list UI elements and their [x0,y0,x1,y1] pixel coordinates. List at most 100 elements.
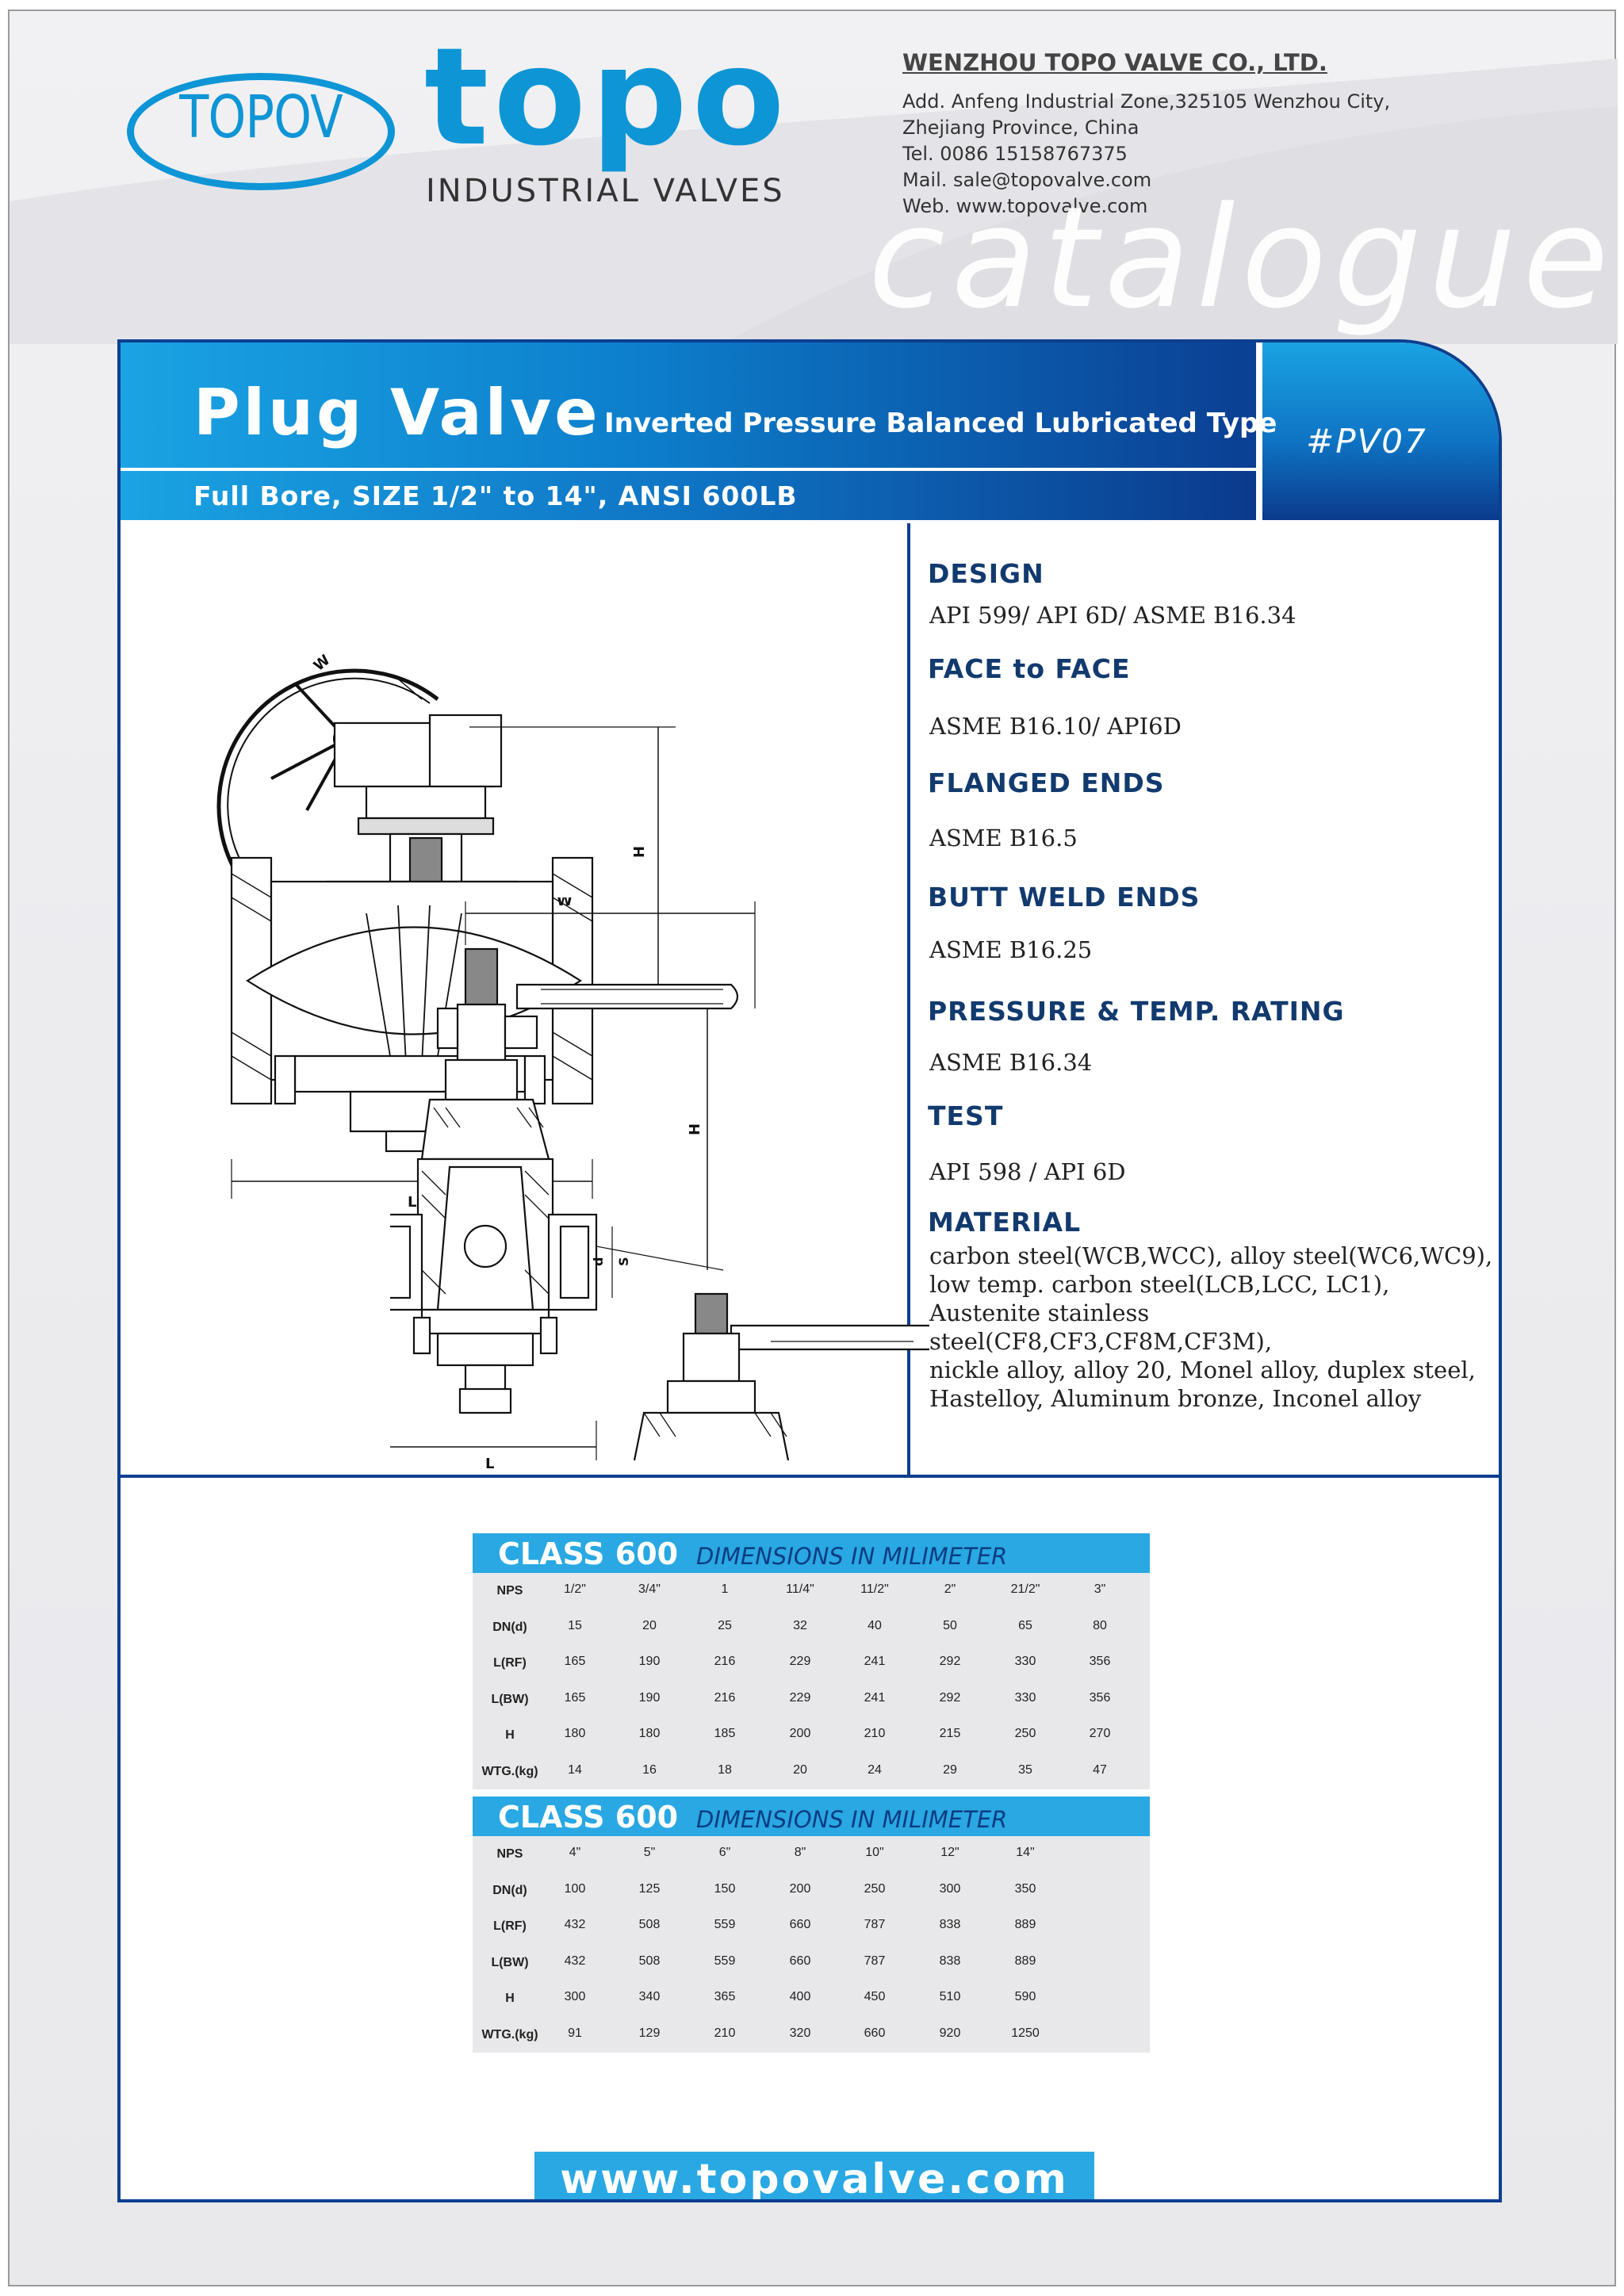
spec-value-butt-weld-ends: ASME B16.25 [929,936,1093,963]
table-cell: 165 [564,1655,586,1668]
table-class-label: CLASS 600 [498,1536,679,1571]
topov-logo-oval [127,73,395,190]
row-label: DN(d) [492,1620,527,1634]
banner-separator [1256,342,1262,520]
table-cell: 80 [1093,1618,1107,1632]
table-cell: 100 [564,1881,586,1896]
table-cell: 15 [568,1618,582,1632]
table-cell: 559 [714,1954,736,1968]
table-cell: 5" [643,1846,656,1859]
web-line[interactable]: Web. www.topovalve.com [902,195,1148,217]
table-cell: 365 [714,1990,736,2003]
table-cell: 50 [943,1618,957,1632]
spec-value-material: carbon steel(WCB,WCC), alloy steel(WC6,W… [929,1242,1499,1413]
table-cell: 838 [939,1954,961,1968]
spec-value-design: API 599/ API 6D/ ASME B16.34 [929,602,1297,629]
table-cell: 165 [564,1690,586,1705]
table-cell: 11/2" [860,1582,889,1596]
table-cell: 432 [564,1954,586,1968]
table-cell: 8" [794,1846,806,1859]
dim-label-l: L [408,1194,416,1211]
table-cell: 210 [864,1727,886,1740]
table-cell: 920 [939,2026,961,2040]
row-label: H [505,1992,515,2005]
code-tag-box [1262,342,1499,520]
spec-heading-material: MATERIAL [928,1207,1082,1238]
table-cell: 180 [638,1727,661,1740]
row-label: DN(d) [492,1883,527,1897]
table-units-label: DIMENSIONS IN MILIMETER [696,1543,1008,1570]
spec-value-flanged-ends: ASME B16.5 [929,825,1078,851]
table-cell: 660 [864,2026,886,2040]
company-address: Add. Anfeng Industrial Zone,325105 Wenzh… [902,89,1390,220]
table-cell: 180 [564,1727,586,1740]
table-cell: 838 [939,1918,961,1931]
table-cell: 20 [793,1762,807,1777]
table-cell: 320 [789,2026,811,2040]
row-label: L(RF) [493,1919,527,1933]
header-swoosh [10,59,1618,344]
table-cell: 292 [939,1690,961,1705]
table-cell: 356 [1089,1690,1111,1705]
table-cell: 1250 [1011,2026,1040,2040]
table-cell: 29 [943,1762,957,1777]
table-cell: 1 [721,1582,729,1596]
table-cell: 350 [1014,1881,1036,1896]
table-cell: 20 [642,1618,657,1632]
dim-label-l-lever: L [485,1456,494,1468]
table-cell: 229 [789,1690,811,1705]
row-label: WTG.(kg) [481,2027,538,2042]
topov-logo-text: TOPOV [179,83,343,151]
spec-value-pressure-temp: ASME B16.34 [929,1049,1093,1076]
dim-label-h-lever: H [687,1123,703,1135]
table-cell: 340 [638,1990,661,2003]
product-subtitle: Inverted Pressure Balanced Lubricated Ty… [604,408,1277,439]
table-cell: 21/2" [1010,1582,1040,1596]
table-cell: 10" [865,1846,884,1859]
table-cell: 216 [714,1655,736,1668]
table-cell: 330 [1014,1690,1036,1705]
spec-heading-butt-weld-ends: BUTT WELD ENDS [928,882,1201,913]
table-cell: 229 [789,1655,811,1668]
table-cell: 16 [642,1762,657,1777]
table-cell: 11/4" [786,1582,814,1596]
website-banner[interactable]: www.topovalve.com [534,2152,1094,2202]
email-line[interactable]: Mail. sale@topovalve.com [902,169,1152,191]
table-cell: 250 [1014,1727,1036,1740]
size-range: Full Bore, SIZE 1/2" to 14", ANSI 600LB [193,480,798,511]
table-cell: 32 [793,1618,807,1632]
material-line: Austenite stainless steel(CF8,CF3,CF8M,C… [929,1299,1273,1355]
lever-operated-valve-drawing [633,1292,929,1460]
table-cell: 200 [789,1881,811,1896]
table-cell: 3/4" [638,1582,661,1596]
table-cell: 6" [718,1846,731,1859]
dim-label-d: d [591,1257,606,1266]
table-cell: 508 [638,1954,661,1968]
row-label: WTG.(kg) [481,1764,538,1778]
row-label: L(RF) [493,1656,527,1670]
address-line: Zhejiang Province, China [902,117,1139,139]
table-cell: 660 [789,1918,811,1931]
material-line: carbon steel(WCB,WCC), alloy steel(WC6,W… [929,1242,1493,1269]
table-cell: 241 [864,1655,886,1668]
table-cell: 2" [944,1582,956,1596]
table-cell: 35 [1018,1762,1032,1777]
table-cell: 559 [714,1918,736,1931]
row-label: NPS [496,1584,523,1598]
table-cell: 40 [868,1618,882,1632]
website-url[interactable]: www.topovalve.com [560,2156,1069,2202]
table-cell: 210 [714,2026,736,2040]
spec-heading-face-to-face: FACE to FACE [928,653,1131,684]
table-cell: 125 [638,1881,661,1896]
table-cell: 250 [864,1881,886,1896]
